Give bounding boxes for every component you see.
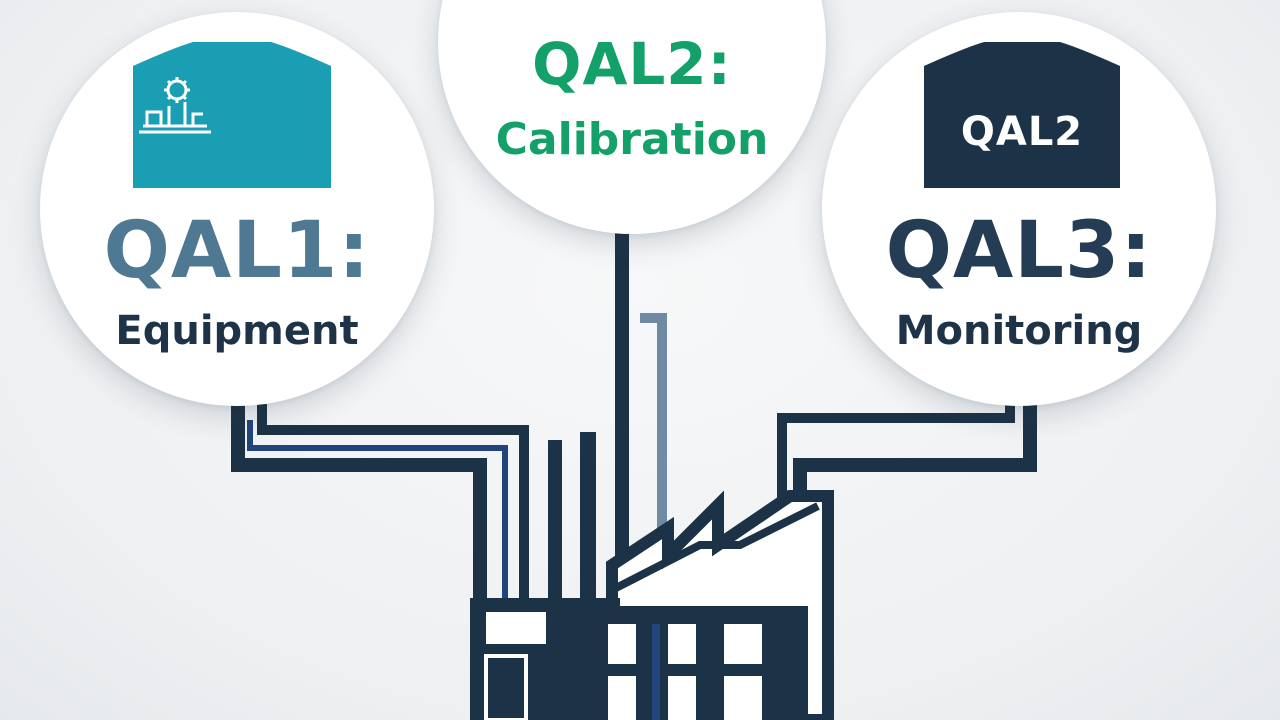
factory-chimney-left xyxy=(548,440,562,615)
factory-chimney-mid xyxy=(580,432,596,612)
qal1-badge-shape xyxy=(133,42,331,188)
connector-qal1-blue xyxy=(247,420,508,600)
factory-door-stripe xyxy=(652,624,660,720)
qal1-badge xyxy=(133,42,331,188)
qal3-badge: QAL2 xyxy=(924,42,1120,188)
qal1-code: QAL1: xyxy=(103,206,371,296)
factory-window-6 xyxy=(724,676,762,720)
connector-qal3-outer xyxy=(793,404,1037,560)
factory-icon xyxy=(470,432,834,720)
factory-window-3 xyxy=(724,624,762,664)
factory-base-window xyxy=(486,612,546,644)
qal2-label: Calibration xyxy=(495,114,769,165)
connector-qal1 xyxy=(231,404,529,600)
factory-roof-line xyxy=(610,502,820,594)
factory-window-4 xyxy=(608,676,636,720)
qal1-card: QAL1: Equipment xyxy=(40,12,434,406)
qal2-code: QAL2: xyxy=(532,30,732,98)
factory-window-5 xyxy=(668,676,696,720)
qal3-badge-shape xyxy=(924,42,1120,188)
qal3-badge-text: QAL2 xyxy=(960,109,1084,155)
connector-qal1-outer xyxy=(231,404,487,600)
factory-window-1 xyxy=(608,624,636,664)
factory-window-2 xyxy=(668,624,696,664)
qal3-code: QAL3: xyxy=(885,206,1153,296)
connector-qal1-inner xyxy=(257,404,529,600)
qal3-card: QAL2 QAL3: Monitoring xyxy=(822,12,1216,406)
connector-qal3-inner xyxy=(777,404,1015,540)
connector-qal2-steel xyxy=(640,313,667,540)
qal3-label: Monitoring xyxy=(895,308,1143,354)
gear-instrument-icon xyxy=(139,77,211,134)
connector-qal2 xyxy=(615,232,667,560)
factory-base-window-2 xyxy=(484,654,528,720)
qal1-label: Equipment xyxy=(115,308,359,354)
